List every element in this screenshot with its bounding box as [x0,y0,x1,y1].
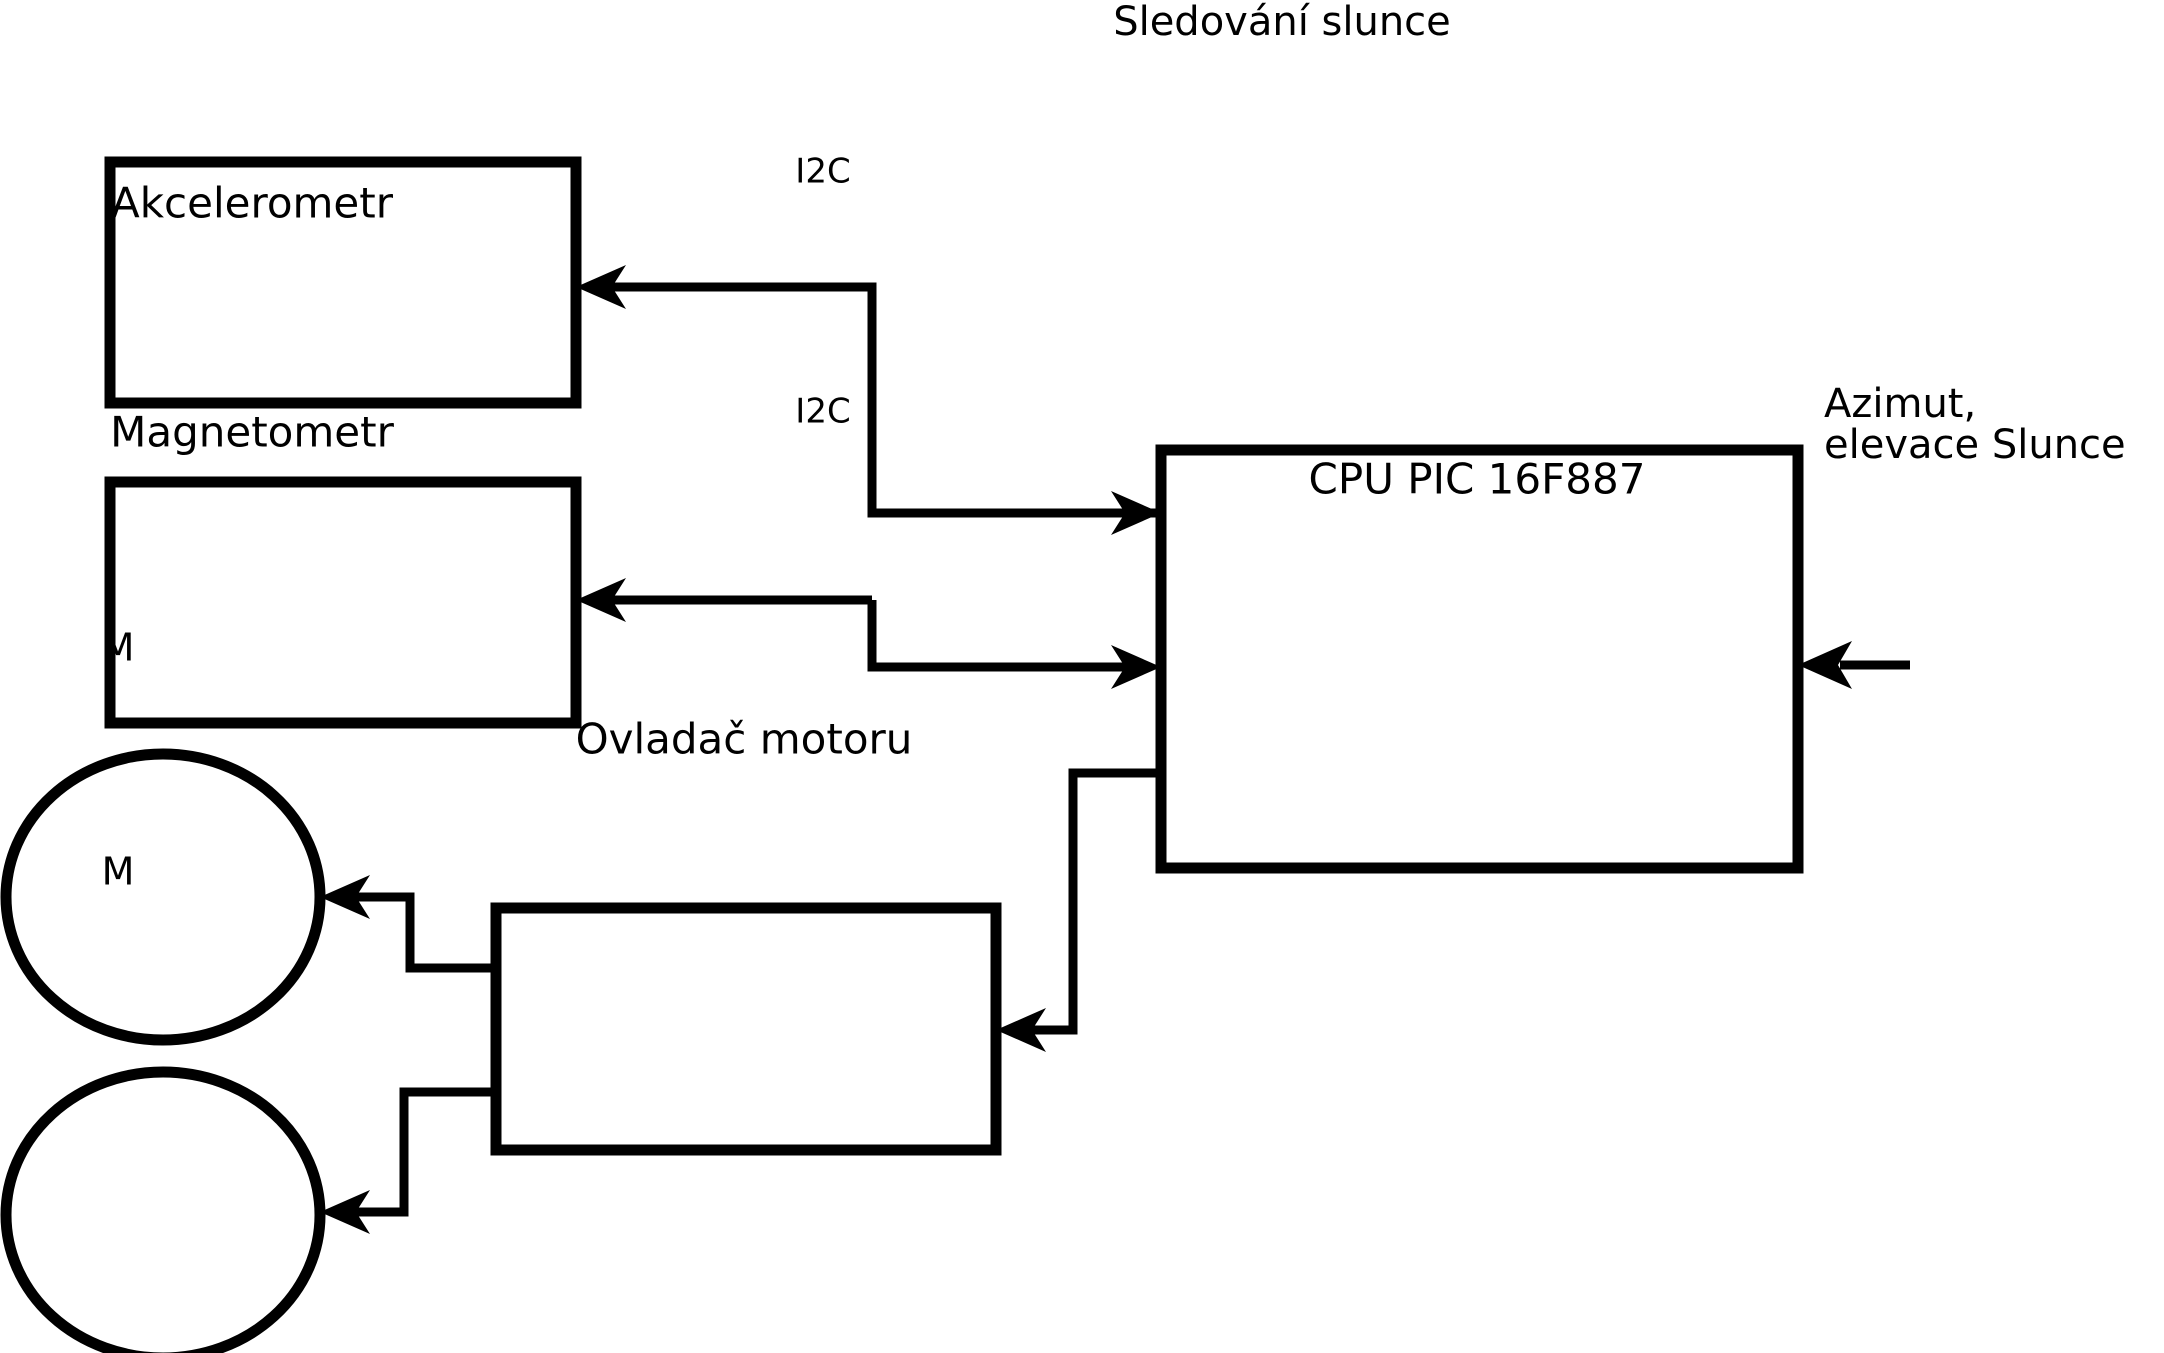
cpu-to-motor-driver-line [1032,768,1161,1035]
arrow-head-cpu-accelerometer [1111,491,1161,535]
arrow-head-magnetometer [576,578,626,622]
edge-cpu-to-motor-driver [996,768,1161,1052]
motor-driver-to-motor-bottom-line [356,1087,496,1217]
edge-motor-driver-to-motor-top [320,875,496,973]
node-magnetometer[interactable]: Magnetometr [104,408,582,729]
edge-accelerometer-to-cpu [867,287,1161,535]
accelerometer-label: Akcelerometr [111,179,394,228]
arrow-head-azimuth [1798,641,1852,689]
i2c-label-magnetometer: I2C [795,392,850,432]
arrow-head-motor-top [320,875,370,919]
magnetometer-label: Magnetometr [110,408,394,457]
node-motor-bottom[interactable]: M [0,850,326,1353]
motor-bottom-label: M [102,850,135,894]
node-cpu[interactable]: CPU PIC 16F887 [1155,444,1804,874]
edge-cpu-to-magnetometer [576,578,872,622]
external-input-azimuth: Azimut, elevace Slunce [1798,381,2126,689]
magnetometer-box [104,476,582,729]
motor-bottom-circle [0,1066,326,1353]
magnetometer-to-cpu-line [867,600,1125,672]
azimuth-label-line2: elevace Slunce [1824,422,2126,468]
azimuth-label-line1: Azimut, [1824,381,1976,427]
cpu-box [1155,444,1804,874]
page-title: Sledování slunce [1113,0,1451,45]
motor-driver-to-motor-top-line [356,892,496,973]
accelerometer-box [104,156,582,409]
edge-motor-driver-to-motor-bottom [320,1087,496,1234]
motor-top-circle [0,748,326,1046]
cpu-to-accelerometer-line [612,282,1161,518]
motor-top-label: M [102,626,135,670]
arrow-head-motor-bottom [320,1190,370,1234]
i2c-label-accelerometer: I2C [795,152,850,192]
node-accelerometer[interactable]: Akcelerometr [104,156,582,409]
arrow-head-cpu-magnetometer [1111,645,1161,689]
motor-driver-box [490,902,1002,1156]
arrow-head-accelerometer [576,265,626,309]
motor-driver-label: Ovladač motoru [576,715,913,764]
arrow-head-motor-driver [996,1008,1046,1052]
node-motor-driver[interactable]: Ovladač motoru [490,715,1002,1156]
accelerometer-to-cpu-line [867,287,1125,518]
edge-magnetometer-to-cpu [867,600,1161,689]
cpu-label: CPU PIC 16F887 [1309,455,1646,504]
